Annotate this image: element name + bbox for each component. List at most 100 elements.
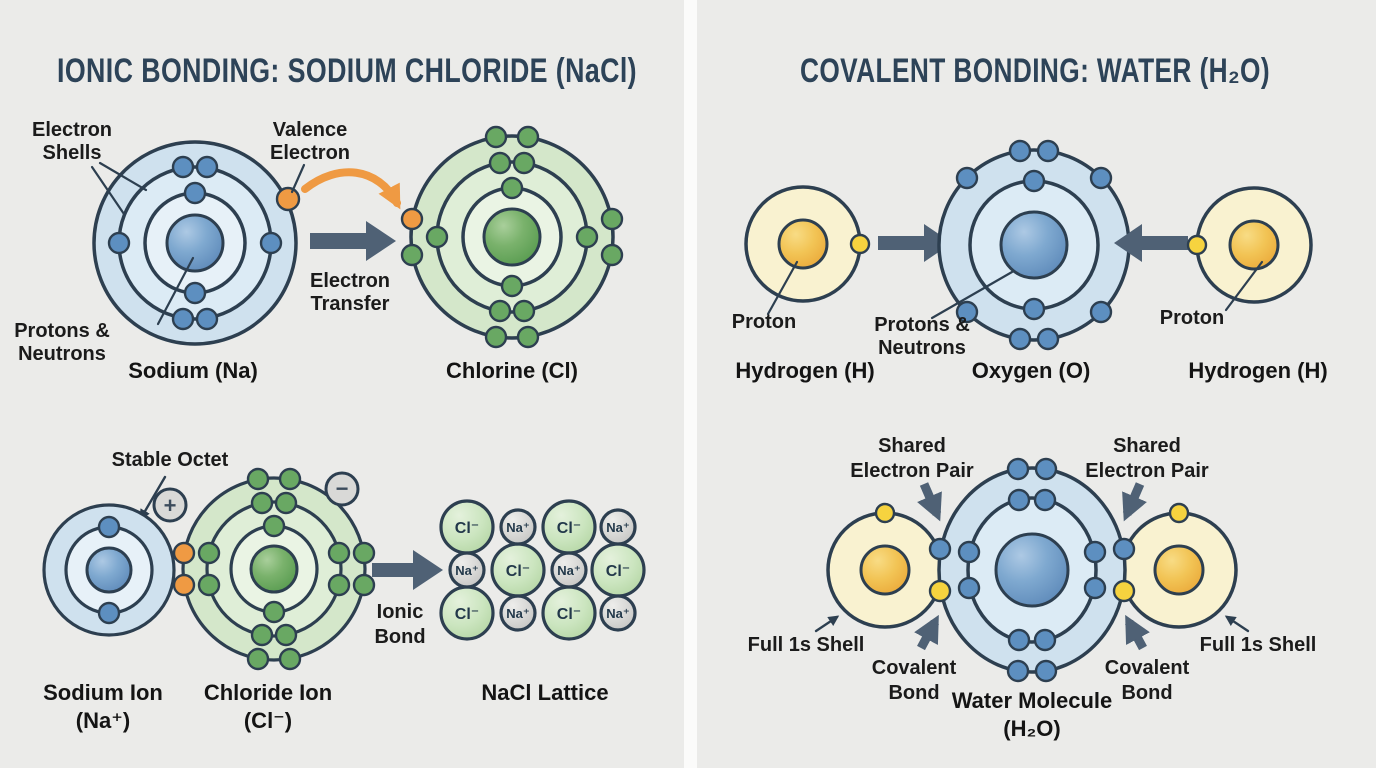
sodium-electrons	[107, 155, 283, 331]
ionic-bond-arrow	[372, 550, 443, 590]
hydrogen-left-atom	[744, 185, 871, 303]
covalent-bond-label-left: Covalent Bond	[872, 657, 957, 704]
svg-text:Covalent: Covalent	[1105, 657, 1190, 679]
svg-text:Cl⁻: Cl⁻	[455, 606, 479, 623]
covalent-bond-arrow-left	[914, 614, 939, 651]
hydrogen-left-name-label: Hydrogen (H)	[735, 358, 874, 383]
electron-transfer-label: Electron Transfer	[310, 270, 390, 315]
svg-text:Na⁺: Na⁺	[455, 563, 478, 578]
svg-text:Bond: Bond	[374, 626, 425, 648]
svg-text:Protons &: Protons &	[14, 320, 110, 342]
svg-text:Covalent: Covalent	[872, 657, 957, 679]
sodium-ion-electrons	[97, 515, 121, 625]
svg-text:Cl⁻: Cl⁻	[557, 520, 581, 537]
sodium-nucleus	[165, 213, 225, 273]
protons-neutrons-label-left: Protons & Neutrons	[14, 320, 110, 365]
chlorine-nucleus	[482, 207, 542, 267]
sodium-ion-atom	[42, 503, 176, 637]
svg-text:Protons &: Protons &	[874, 314, 970, 336]
full-shell-arrow-left	[814, 615, 840, 633]
electron-shells-pointer-1	[98, 161, 148, 192]
svg-text:Cl⁻: Cl⁻	[606, 563, 630, 580]
bond-arrow-right	[878, 224, 952, 262]
protons-pointer-left	[156, 256, 195, 326]
chloride-ion-nucleus	[249, 544, 299, 594]
protons-neutrons-label-right: Protons & Neutrons	[874, 314, 970, 359]
water-oxygen-nucleus	[994, 532, 1070, 608]
svg-text:Electron: Electron	[270, 142, 350, 164]
water-oxygen-electrons	[928, 457, 1136, 683]
left-panel-title: IONIC BONDING: SODIUM CHLORIDE (NaCl)	[57, 52, 637, 90]
svg-text:Cl⁻: Cl⁻	[557, 606, 581, 623]
svg-text:Cl⁻: Cl⁻	[506, 563, 530, 580]
svg-text:Sodium Ion: Sodium Ion	[43, 680, 163, 705]
svg-text:(Na⁺): (Na⁺)	[76, 708, 130, 733]
gained-electrons	[172, 541, 196, 597]
covalent-bond-label-right: Covalent Bond	[1105, 657, 1190, 704]
covalent-bond-arrow-right	[1125, 614, 1150, 651]
full-shell-label-left: Full 1s Shell	[748, 634, 865, 656]
svg-text:Na⁺: Na⁺	[557, 563, 580, 578]
svg-text:Na⁺: Na⁺	[506, 520, 529, 535]
panel-divider	[684, 0, 697, 768]
svg-text:Shells: Shells	[43, 142, 102, 164]
electron-shells-pointer-2	[90, 165, 126, 216]
ionic-bond-label: Ionic Bond	[374, 601, 425, 648]
shared-pair-label-left: Shared Electron Pair	[850, 435, 974, 482]
svg-text:Cl⁻: Cl⁻	[455, 520, 479, 537]
oxygen-name-label: Oxygen (O)	[972, 358, 1091, 383]
svg-text:Ionic: Ionic	[377, 601, 424, 623]
chloride-ion-atom	[172, 467, 376, 671]
svg-text:−: −	[336, 476, 349, 501]
svg-text:+: +	[164, 493, 177, 518]
chlorine-name-label: Chlorine (Cl)	[446, 358, 578, 383]
chloride-ion-electrons	[197, 467, 376, 671]
hydrogen-left-electron	[849, 233, 871, 255]
proton-label-left: Proton	[732, 311, 796, 333]
svg-text:Neutrons: Neutrons	[18, 343, 106, 365]
svg-text:Shared: Shared	[1113, 435, 1181, 457]
svg-text:Electron: Electron	[310, 270, 390, 292]
svg-text:Electron Pair: Electron Pair	[1085, 460, 1209, 482]
svg-text:Chloride Ion: Chloride Ion	[204, 680, 332, 705]
oxygen-nucleus	[999, 210, 1069, 280]
full-shell-arrow-right	[1224, 615, 1250, 633]
svg-text:Transfer: Transfer	[311, 293, 390, 315]
electron-transfer-arrow	[310, 221, 396, 261]
plus-charge-badge: +	[152, 487, 188, 523]
full-shell-label-right: Full 1s Shell	[1200, 634, 1317, 656]
left-panel-background	[0, 0, 684, 768]
water-molecule	[826, 457, 1238, 683]
hydrogen-right-atom	[1186, 186, 1313, 304]
nacl-lattice-label: NaCl Lattice	[481, 680, 608, 705]
svg-text:Bond: Bond	[888, 682, 939, 704]
hydrogen-right-electron	[1186, 234, 1208, 256]
chlorine-atom	[400, 125, 624, 349]
right-panel-title: COVALENT BONDING: WATER (H₂O)	[800, 52, 1270, 90]
electron-shells-label: Electron Shells	[32, 119, 112, 164]
proton-label-right: Proton	[1160, 307, 1224, 329]
svg-text:Bond: Bond	[1121, 682, 1172, 704]
svg-text:Na⁺: Na⁺	[606, 520, 629, 535]
protons-pointer-oxygen	[930, 270, 1014, 320]
hydrogen-right-name-label: Hydrogen (H)	[1188, 358, 1327, 383]
sodium-name-label: Sodium (Na)	[128, 358, 258, 383]
bond-arrow-left	[1114, 224, 1188, 262]
svg-text:(H₂O): (H₂O)	[1003, 716, 1060, 741]
svg-text:Valence: Valence	[273, 119, 348, 141]
svg-text:Shared: Shared	[878, 435, 946, 457]
svg-text:Na⁺: Na⁺	[606, 606, 629, 621]
shared-pair-arrow-right	[1122, 482, 1147, 522]
stable-octet-arrow	[139, 475, 167, 521]
sodium-ion-label: Sodium Ion (Na⁺)	[43, 680, 163, 733]
sodium-ion-nucleus	[85, 546, 133, 594]
water-molecule-label: Water Molecule (H₂O)	[952, 688, 1113, 741]
svg-text:(Cl⁻): (Cl⁻)	[244, 708, 292, 733]
nacl-lattice: Cl⁻ Na⁺ Cl⁻ Na⁺ Na⁺ Cl⁻ Na⁺ Cl⁻ Cl⁻ Na⁺ …	[439, 499, 646, 641]
svg-text:Na⁺: Na⁺	[506, 606, 529, 621]
valence-electron	[275, 186, 301, 212]
oxygen-electrons	[955, 139, 1113, 351]
shared-pair-label-right: Shared Electron Pair	[1085, 435, 1209, 482]
chloride-ion-label: Chloride Ion (Cl⁻)	[204, 680, 332, 733]
hydrogen-right-nucleus	[1228, 219, 1280, 271]
